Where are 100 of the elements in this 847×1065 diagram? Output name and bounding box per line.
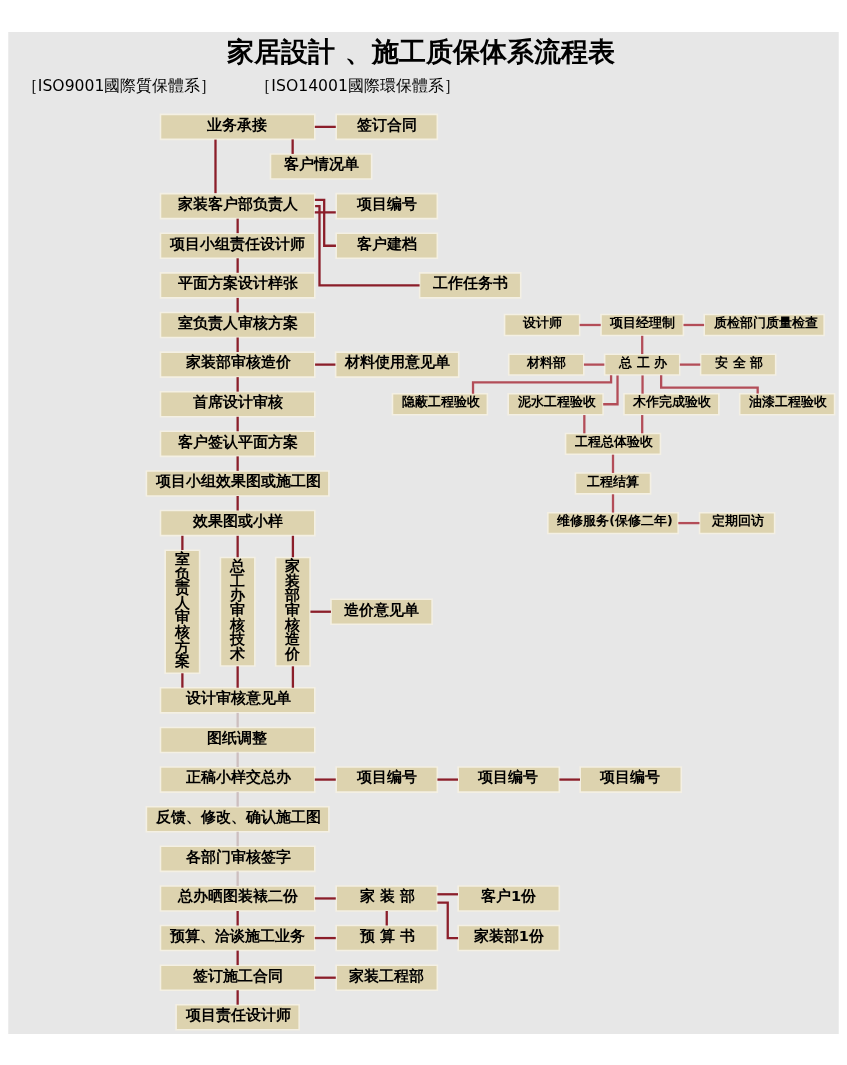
node-box: 正稿小样交总办 [159, 765, 316, 793]
connector [437, 892, 458, 895]
node-box: 项目编号 [335, 765, 439, 793]
connector [236, 376, 239, 392]
connector [236, 218, 239, 233]
connector [236, 950, 239, 965]
label: ［ISO9001國際質保體系］ [21, 75, 217, 95]
node-box: 材料部 [507, 352, 585, 376]
node-box: 维修服务(保修二年) [547, 511, 679, 534]
connector [314, 777, 336, 781]
connector [236, 752, 239, 767]
node-box: 客户1份 [457, 884, 561, 912]
connector [181, 535, 184, 550]
node-box: 项目编号 [457, 765, 561, 793]
node-box: 预算、洽谈施工业务 [159, 924, 316, 951]
node-box: 图纸调整 [159, 726, 316, 753]
connector [437, 777, 458, 781]
node-box: 油漆工程验收 [738, 392, 836, 415]
node-box: 家装部审核造价 [274, 556, 311, 667]
connector [291, 535, 295, 557]
node-box: 效果图或小样 [159, 509, 316, 536]
node-box: 项目小组责任设计师 [159, 231, 316, 259]
node-box: 设计师 [503, 313, 581, 336]
node-box: 总办晒图装裱二份 [159, 884, 316, 912]
connector [583, 362, 605, 366]
node-box: 客户签认平面方案 [159, 430, 316, 457]
connector [315, 362, 336, 366]
node-box: 造价意见单 [330, 597, 433, 625]
connector [603, 374, 619, 405]
node-box: 项目编号 [335, 192, 439, 219]
node-box: 反馈、修改、确认施工图 [145, 805, 330, 832]
connector [291, 665, 295, 688]
connector [236, 416, 239, 431]
node-box: 室负责人审核方案 [164, 548, 201, 674]
node-box: 首席设计审核 [159, 390, 316, 417]
connector [660, 374, 759, 394]
connector [611, 454, 615, 473]
node-box: 签订施工合同 [159, 963, 316, 991]
connector [236, 297, 239, 312]
connector [310, 610, 331, 613]
node-box: 定期回访 [698, 511, 776, 534]
node-box: 质检部门质量检查 [703, 313, 825, 336]
node-box: 客户情况单 [269, 152, 373, 180]
connector [583, 414, 586, 433]
node-box: 项目经理制 [600, 313, 685, 336]
connector [314, 125, 336, 128]
connector [315, 204, 420, 286]
node-box: 项目责任设计师 [175, 1003, 300, 1031]
connector [214, 139, 217, 193]
node-box: 平面方案设计样张 [159, 271, 316, 299]
node-box: 家装部1份 [457, 924, 561, 951]
connector [314, 896, 336, 900]
connector [314, 936, 336, 939]
connector [314, 198, 336, 247]
node-box: 总 工 办 [603, 352, 681, 376]
connector [314, 210, 336, 214]
node-box: 项目编号 [579, 765, 683, 793]
connector [641, 414, 644, 433]
node-box: 安 全 部 [699, 352, 777, 376]
connector [236, 337, 239, 352]
node-box: 家装部审核造价 [159, 350, 316, 378]
node-box: 各部门审核签字 [159, 845, 316, 872]
node-box: 家装工程部 [335, 963, 439, 991]
node-box: 设计审核意见单 [159, 686, 316, 714]
connector [236, 831, 239, 846]
connector [579, 323, 601, 326]
node-box: 项目小组效果图或施工图 [145, 469, 330, 497]
node-box: 总工办审核技术 [219, 556, 256, 667]
connector [236, 712, 239, 727]
node-box: 隐蔽工程验收 [391, 392, 489, 415]
node-box: 家 装 部 [335, 884, 439, 912]
node-box: 业务承接 [159, 113, 316, 140]
connector [437, 900, 459, 939]
node-box: 木作完成验收 [623, 392, 720, 415]
connector [291, 138, 294, 154]
connector [678, 521, 700, 524]
label: ［ISO14001國際環保體系］ [255, 75, 460, 95]
connector [236, 535, 239, 557]
connector [236, 495, 239, 510]
node-box: 工程总体验收 [564, 432, 662, 455]
node-box: 工作任务书 [418, 271, 522, 299]
connector [641, 335, 644, 354]
connector [236, 791, 239, 807]
connector [236, 989, 239, 1005]
node-box: 工程结算 [574, 471, 652, 495]
connector [683, 323, 705, 326]
node-box: 预 算 书 [335, 924, 439, 951]
connector [236, 870, 239, 886]
node-box: 客户建档 [335, 231, 439, 259]
connector [641, 374, 644, 394]
connector [314, 976, 336, 979]
connector [611, 493, 615, 513]
connector [679, 362, 701, 366]
connector [471, 374, 613, 394]
connector [181, 672, 184, 688]
connector [236, 665, 239, 688]
node-box: 材料使用意见单 [334, 350, 460, 378]
connector [236, 455, 239, 471]
connector [559, 777, 580, 781]
node-box: 泥水工程验收 [507, 392, 604, 415]
